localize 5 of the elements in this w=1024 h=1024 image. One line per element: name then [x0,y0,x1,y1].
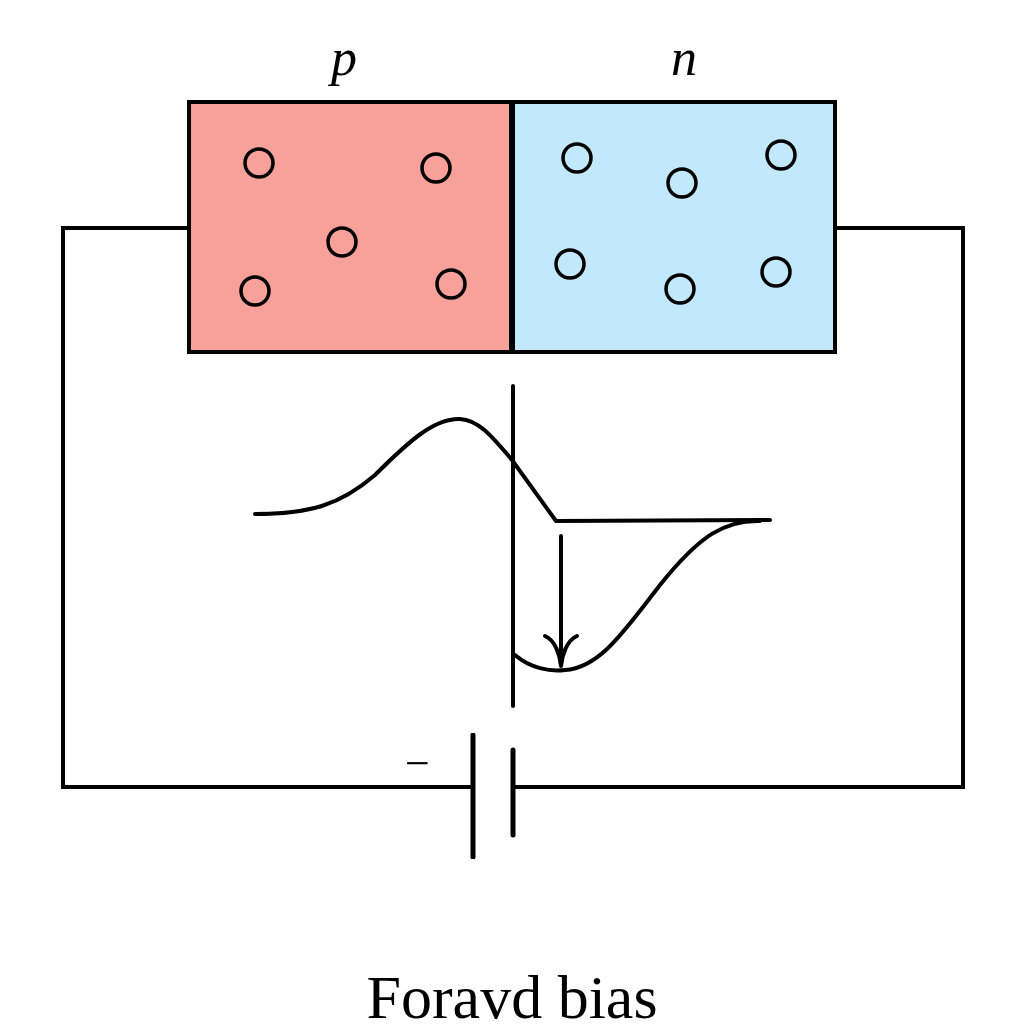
caption: Foravd bias [366,963,658,1024]
wire [515,226,965,789]
region-label: n [671,32,697,84]
wire [61,226,471,789]
polarity-sign: − [405,742,430,786]
